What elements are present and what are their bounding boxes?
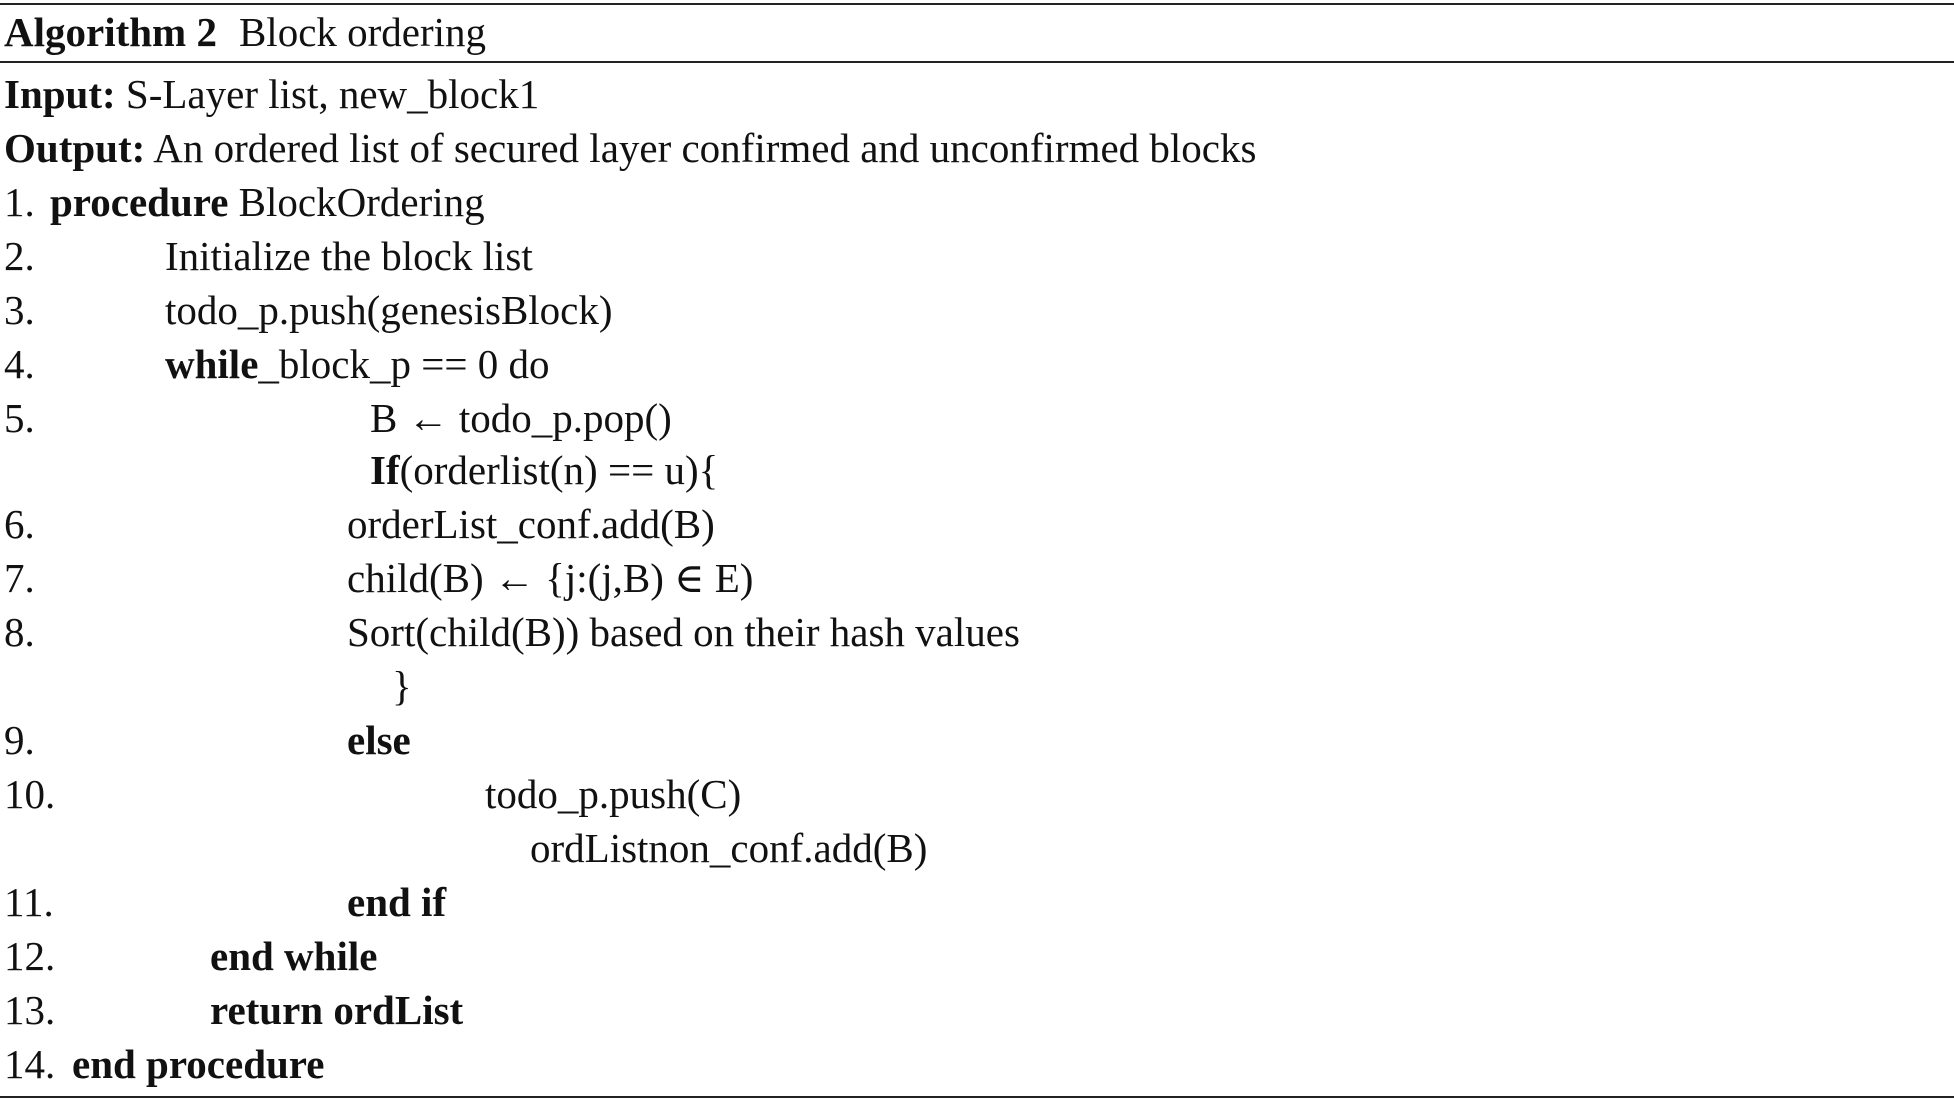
- code-line: 5. B ← todo_p.pop(): [0, 391, 1954, 445]
- code-text: BlockOrdering: [228, 179, 485, 225]
- code-line: 7. child(B) ← {j:(j,B) ∈ E): [0, 551, 1954, 605]
- code-line: 3. todo_p.push(genesisBlock): [0, 283, 1954, 337]
- keyword: end procedure: [72, 1041, 325, 1087]
- bottom-rule: [0, 1096, 1954, 1098]
- code-line: 8. Sort(child(B)) based on their hash val…: [0, 605, 1954, 659]
- line-code: todo_p.push(C): [485, 767, 741, 821]
- algorithm-header: Algorithm 2 Block ordering: [4, 6, 486, 58]
- line-code: end procedure: [72, 1037, 324, 1091]
- line-code: todo_p.push(genesisBlock): [165, 283, 613, 337]
- line-code: ordListnon_conf.add(B): [530, 821, 927, 875]
- line-number: 9.: [4, 717, 35, 763]
- keyword: If: [370, 447, 400, 493]
- keyword: while: [165, 341, 259, 387]
- line-number: 11.: [4, 879, 54, 925]
- code-line: 4. while_block_p == 0 do: [0, 337, 1954, 391]
- line-code: while_block_p == 0 do: [165, 337, 550, 391]
- line-number: 5.: [4, 395, 35, 441]
- line-code: else: [347, 713, 411, 767]
- code-text: child(B) ← {j:(j,B) ∈ E): [347, 555, 754, 601]
- code-text: orderList_conf.add(B): [347, 501, 715, 547]
- output-content: Output: An ordered list of secured layer…: [4, 121, 1256, 175]
- code-line: 1. procedure BlockOrdering: [0, 175, 1954, 229]
- algorithm-title: Block ordering: [238, 9, 487, 55]
- output-line: Output: An ordered list of secured layer…: [0, 121, 1954, 175]
- keyword: procedure: [50, 179, 229, 225]
- code-line: 14. end procedure: [0, 1037, 1954, 1091]
- line-number: 8.: [4, 609, 35, 655]
- line-code: orderList_conf.add(B): [347, 497, 715, 551]
- code-line: 6. orderList_conf.add(B): [0, 497, 1954, 551]
- code-line: 13. return ordList: [0, 983, 1954, 1037]
- line-number: 1.: [4, 179, 35, 225]
- line-code: Initialize the block list: [165, 229, 533, 283]
- line-code: B ← todo_p.pop(): [370, 391, 672, 445]
- line-number: 10.: [4, 771, 56, 817]
- line-number: 6.: [4, 501, 35, 547]
- keyword: else: [347, 717, 411, 763]
- keyword: end while: [210, 933, 378, 979]
- line-code: end if: [347, 875, 446, 929]
- code-text: Initialize the block list: [165, 233, 533, 279]
- line-number: 3.: [4, 287, 35, 333]
- code-text: B ← todo_p.pop(): [370, 395, 672, 441]
- code-line: 10. todo_p.push(C): [0, 767, 1954, 821]
- line-code: end while: [210, 929, 377, 983]
- line-code: return ordList: [210, 983, 463, 1037]
- code-line: 2. Initialize the block list: [0, 229, 1954, 283]
- code-line: If(orderlist(n) == u){: [0, 443, 1954, 497]
- code-text: todo_p.push(genesisBlock): [165, 287, 613, 333]
- algorithm-label: Algorithm 2: [4, 9, 217, 55]
- line-code: child(B) ← {j:(j,B) ∈ E): [347, 551, 753, 605]
- code-line: }: [0, 659, 1954, 713]
- line-code: If(orderlist(n) == u){: [370, 443, 718, 497]
- keyword: end if: [347, 879, 447, 925]
- code-text: }: [392, 663, 412, 709]
- code-text: _block_p == 0 do: [258, 341, 550, 387]
- code-text: todo_p.push(C): [485, 771, 742, 817]
- input-label: Input:: [4, 71, 116, 117]
- line-number: 12.: [4, 933, 56, 979]
- line-number: 4.: [4, 341, 35, 387]
- code-text: ordListnon_conf.add(B): [530, 825, 928, 871]
- output-text: An ordered list of secured layer confirm…: [145, 125, 1257, 171]
- line-code: }: [392, 659, 412, 713]
- line-number: 7.: [4, 555, 35, 601]
- code-line: 11. end if: [0, 875, 1954, 929]
- input-content: Input: S-Layer list, new_block1: [4, 67, 539, 121]
- code-text: (orderlist(n) == u){: [399, 447, 719, 493]
- code-line: 9. else: [0, 713, 1954, 767]
- top-rule: [0, 3, 1954, 5]
- input-line: Input: S-Layer list, new_block1: [0, 67, 1954, 121]
- code-text: Sort(child(B)) based on their hash value…: [347, 609, 1020, 655]
- line-number: 14.: [4, 1041, 56, 1087]
- output-label: Output:: [4, 125, 146, 171]
- line-code: Sort(child(B)) based on their hash value…: [347, 605, 1020, 659]
- code-line: ordListnon_conf.add(B): [0, 821, 1954, 875]
- keyword: return ordList: [210, 987, 464, 1033]
- line-number: 2.: [4, 233, 35, 279]
- code-line: 12. end while: [0, 929, 1954, 983]
- input-text: S-Layer list, new_block1: [115, 71, 540, 117]
- line-number: 13.: [4, 987, 56, 1033]
- line-code: procedure BlockOrdering: [50, 175, 485, 229]
- header-rule: [0, 61, 1954, 63]
